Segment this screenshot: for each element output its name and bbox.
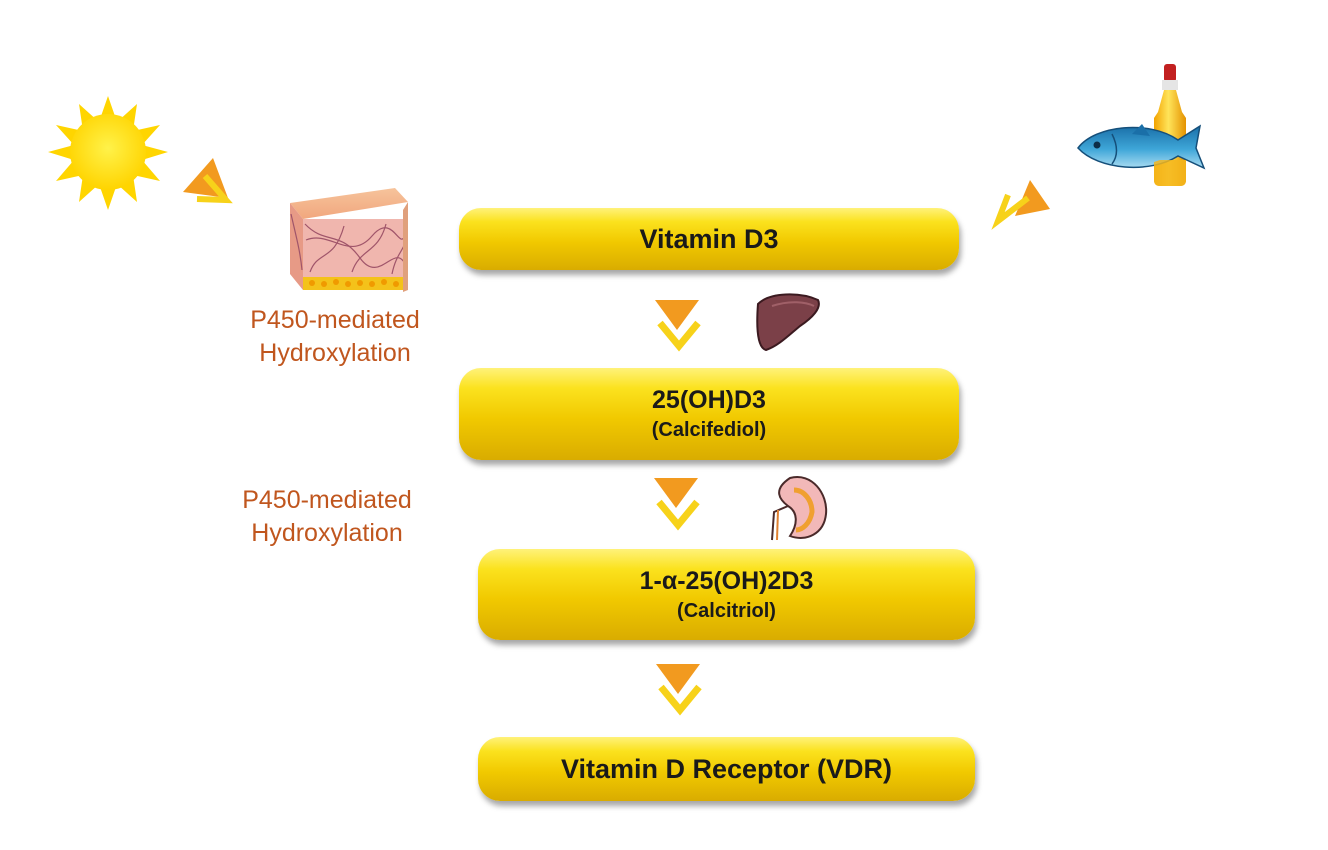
hydroxylation-label-line1: P450-mediated: [250, 306, 420, 334]
kidney-icon: [771, 476, 828, 541]
hydroxylation-label-line2: Hydroxylation: [259, 339, 411, 367]
step-subtitle: (Calcifediol): [651, 419, 767, 441]
step-title: Vitamin D Receptor (VDR): [560, 754, 893, 784]
hydroxylation-label-line2: Hydroxylation: [251, 519, 403, 547]
skin-icon: [290, 188, 408, 292]
hydroxylation-label-skin: P450-mediated Hydroxylation: [220, 304, 450, 370]
chevron-arrow-icon: [991, 180, 1050, 230]
step-calcitriol: 1-α-25(OH)2D3 (Calcitriol): [478, 549, 975, 640]
liver-icon: [756, 293, 820, 352]
chevron-arrow-icon: [656, 664, 702, 716]
chevron-arrow-icon: [655, 300, 701, 352]
chevron-arrow-icon: [183, 158, 233, 204]
step-title: Vitamin D3: [639, 224, 779, 254]
hydroxylation-label-line1: P450-mediated: [242, 486, 412, 514]
hydroxylation-label-kidney: P450-mediated Hydroxylation: [212, 484, 442, 550]
step-title: 25(OH)D3: [652, 386, 766, 414]
chevron-arrow-icon: [654, 478, 700, 531]
step-title: 1-α-25(OH)2D3: [639, 566, 814, 595]
step-subtitle: (Calcitriol): [677, 599, 776, 622]
step-vdr: Vitamin D Receptor (VDR): [478, 737, 975, 801]
sun-icon: [48, 96, 168, 210]
step-vitamin-d3: Vitamin D3: [459, 208, 959, 270]
fish-oil-icon: [1077, 64, 1206, 186]
step-calcifediol: 25(OH)D3 (Calcifediol): [459, 368, 959, 460]
